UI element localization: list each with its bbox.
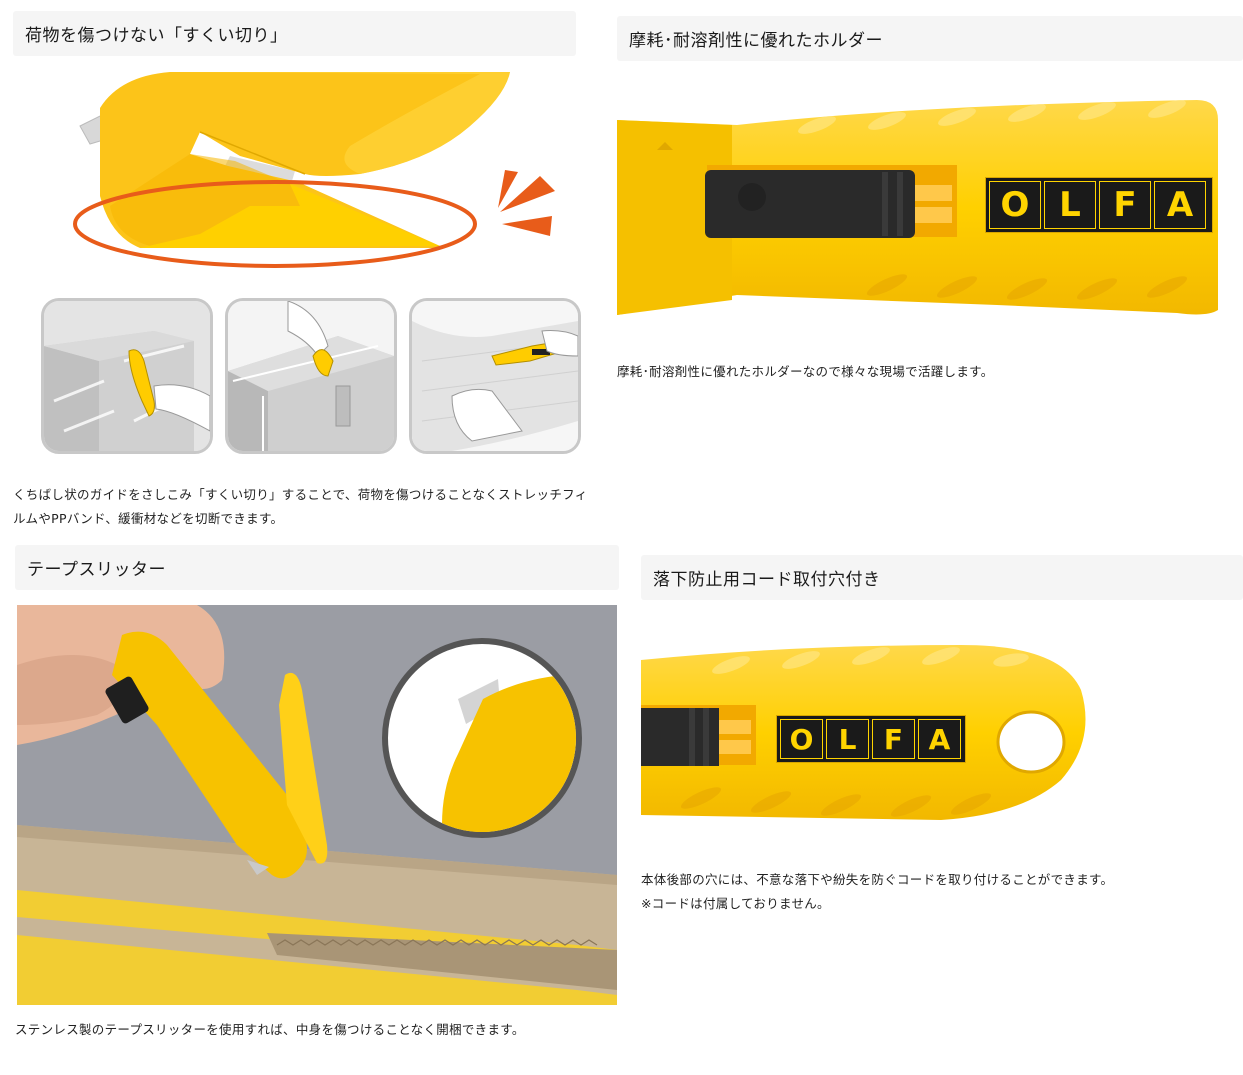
holder-closeup-image: O L F A [617,95,1218,325]
olfa-logo: O L F A [985,177,1213,233]
section-description: 摩耗･耐溶剤性に優れたホルダーなので様々な現場で活躍します。 [617,364,994,379]
scene-stretch-film [41,298,213,454]
section-description: くちばし状のガイドをさしこみ「すくい切り」することで、荷物を傷つけることなくスト… [13,487,588,526]
scene-cushioning-cutting [409,298,581,454]
scene-tape-cutting [225,298,397,454]
section-title: 荷物を傷つけない「すくい切り」 [25,26,288,46]
description-note: ※コードは付属しておりません。 [641,896,830,911]
section-title: 落下防止用コード取付穴付き [653,570,881,590]
section-heading-tape-slitter: テープスリッター [15,545,619,590]
lanyard-hole-closeup-image: O L F A [641,630,1091,830]
section-heading-sukui-kiri: 荷物を傷つけない「すくい切り」 [13,11,576,56]
section-heading-holder: 摩耗･耐溶剤性に優れたホルダー [617,16,1243,61]
description-line: 本体後部の穴には、不意な落下や紛失を防ぐコードを取り付けることができます。 [641,872,1114,887]
tape-slitter-photo [17,605,617,1005]
section-title: 摩耗･耐溶剤性に優れたホルダー [629,31,883,51]
section-title: テープスリッター [27,560,166,580]
olfa-logo: O L F A [776,715,966,763]
section-description: 本体後部の穴には、不意な落下や紛失を防ぐコードを取り付けることができます。 ※コ… [641,868,1241,916]
section-description: ステンレス製のテープスリッターを使用すれば、中身を傷つけることなく開梱できます。 [15,1022,525,1037]
inset-closeup-circle [382,638,582,838]
section-heading-lanyard-hole: 落下防止用コード取付穴付き [641,555,1243,600]
guide-closeup-image [60,66,570,276]
